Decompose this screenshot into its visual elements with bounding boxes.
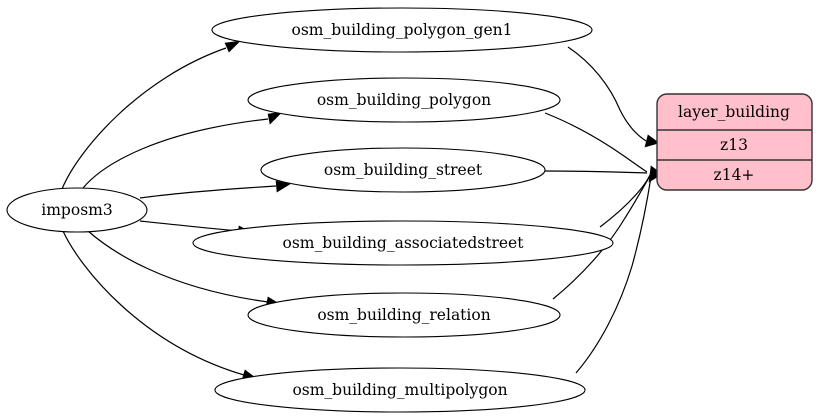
node-osm-building-street-label: osm_building_street bbox=[324, 161, 483, 179]
node-osm-building-associatedstreet[interactable]: osm_building_associatedstreet bbox=[192, 220, 614, 266]
arrowhead-polygon bbox=[267, 111, 283, 125]
edge-associatedstreet-to-layer-z14 bbox=[599, 174, 651, 228]
edge-polygon-gen1-to-layer-z13 bbox=[567, 46, 647, 142]
edge-relation-to-layer-z14 bbox=[552, 175, 651, 300]
node-osm-building-polygon-gen1-shape[interactable] bbox=[211, 7, 593, 53]
edge-imposm3-to-polygon bbox=[82, 118, 269, 189]
node-layer-building-box[interactable] bbox=[656, 93, 813, 191]
node-osm-building-associatedstreet-label: osm_building_associatedstreet bbox=[283, 234, 525, 252]
node-osm-building-associatedstreet-shape[interactable] bbox=[192, 220, 614, 266]
node-osm-building-relation[interactable]: osm_building_relation bbox=[247, 292, 561, 338]
node-osm-building-polygon-gen1[interactable]: osm_building_polygon_gen1 bbox=[211, 7, 593, 53]
layer-building-title: layer_building bbox=[678, 103, 790, 121]
edge-imposm3-to-multipolygon bbox=[62, 230, 245, 376]
node-imposm3[interactable]: imposm3 bbox=[6, 187, 148, 233]
node-osm-building-relation-shape[interactable] bbox=[247, 292, 561, 338]
node-osm-building-multipolygon-label: osm_building_multipolygon bbox=[292, 381, 507, 399]
node-osm-building-polygon[interactable]: osm_building_polygon bbox=[247, 77, 561, 123]
layer-building-row-z14plus[interactable]: z14+ bbox=[714, 166, 755, 184]
node-layer-building[interactable]: layer_building z13 z14+ bbox=[656, 93, 813, 191]
edge-multipolygon-to-layer-z14 bbox=[575, 176, 652, 374]
arrowhead-polygon-gen1 bbox=[224, 40, 241, 53]
arrowhead-layer-z13 bbox=[644, 134, 660, 148]
node-osm-building-street[interactable]: osm_building_street bbox=[260, 147, 546, 193]
node-osm-building-multipolygon[interactable]: osm_building_multipolygon bbox=[214, 367, 586, 413]
node-osm-building-polygon-label: osm_building_polygon bbox=[317, 91, 491, 109]
node-imposm3-label: imposm3 bbox=[41, 201, 112, 219]
node-imposm3-shape[interactable] bbox=[6, 187, 148, 233]
edge-imposm3-to-street bbox=[139, 185, 277, 199]
node-osm-building-polygon-shape[interactable] bbox=[247, 77, 561, 123]
node-osm-building-multipolygon-shape[interactable] bbox=[214, 367, 586, 413]
node-osm-building-polygon-gen1-label: osm_building_polygon_gen1 bbox=[292, 21, 513, 39]
edge-group-tables-to-layer bbox=[544, 46, 663, 374]
arrowhead-street bbox=[275, 180, 291, 193]
node-osm-building-relation-label: osm_building_relation bbox=[317, 306, 490, 324]
edge-street-to-layer-z14 bbox=[544, 170, 648, 174]
edge-polygon-to-layer-z14 bbox=[544, 112, 648, 173]
edge-imposm3-to-associatedstreet bbox=[139, 220, 240, 232]
layer-building-row-z13[interactable]: z13 bbox=[720, 136, 748, 154]
edge-imposm3-to-relation bbox=[87, 230, 269, 303]
node-osm-building-street-shape[interactable] bbox=[260, 147, 546, 193]
edge-imposm3-to-polygon-gen1 bbox=[61, 47, 227, 190]
